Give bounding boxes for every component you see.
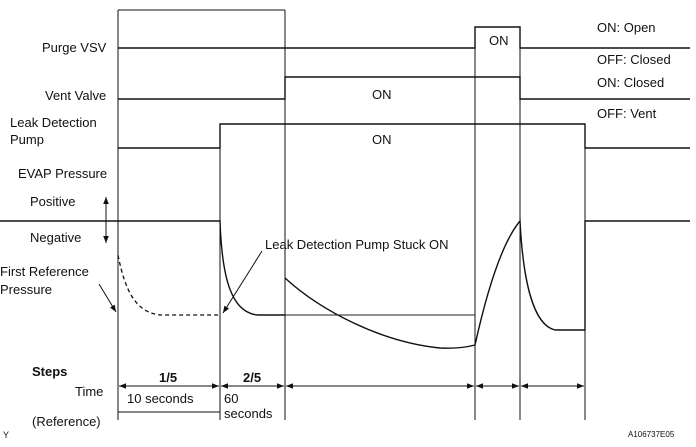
evap-pressure-trace bbox=[0, 219, 690, 349]
purge-vsv-off-state: OFF: Closed bbox=[597, 52, 671, 67]
first-reference-pointer-arrow bbox=[98, 283, 117, 313]
step2-label: 2/5 bbox=[243, 370, 261, 385]
leak-detection-pump-on-text: ON bbox=[372, 132, 392, 147]
pump-stuck-on-annotation: Leak Detection Pump Stuck ON bbox=[265, 237, 449, 252]
evap-negative-label: Negative bbox=[30, 230, 81, 245]
purge-vsv-label: Purge VSV bbox=[42, 40, 107, 55]
first-reference-label-line1: First Reference bbox=[0, 264, 89, 279]
time-label: Time bbox=[75, 384, 103, 399]
vent-valve-off-state: OFF: Vent bbox=[597, 106, 657, 121]
corner-mark: Y bbox=[3, 430, 9, 440]
stuck-on-pointer-arrow bbox=[222, 250, 263, 314]
first-reference-label-line2: Pressure bbox=[0, 282, 52, 297]
purge-vsv-on-state: ON: Open bbox=[597, 20, 656, 35]
reference-label: (Reference) bbox=[32, 414, 101, 429]
purge-vsv-trace bbox=[118, 26, 690, 49]
steps-label: Steps bbox=[32, 364, 67, 379]
purge-vsv-on-text: ON bbox=[489, 33, 509, 48]
step1-label: 1/5 bbox=[159, 370, 177, 385]
evap-positive-label: Positive bbox=[30, 194, 76, 209]
leak-detection-pump-trace bbox=[118, 123, 690, 149]
figure-id: A106737E05 bbox=[628, 430, 675, 439]
step2-time-line1: 60 bbox=[224, 391, 238, 406]
step2-time-line2: seconds bbox=[224, 406, 273, 421]
vent-valve-label: Vent Valve bbox=[45, 88, 106, 103]
vent-valve-on-state: ON: Closed bbox=[597, 75, 664, 90]
evap-pressure-label: EVAP Pressure bbox=[18, 166, 107, 181]
evap-pressure-dashed-trace bbox=[117, 254, 220, 316]
step1-time: 10 seconds bbox=[127, 391, 194, 406]
leak-detection-pump-label-line1: Leak Detection bbox=[10, 115, 97, 130]
leak-detection-pump-label-line2: Pump bbox=[10, 132, 44, 147]
vent-valve-on-text: ON bbox=[372, 87, 392, 102]
vent-valve-trace bbox=[118, 76, 690, 100]
